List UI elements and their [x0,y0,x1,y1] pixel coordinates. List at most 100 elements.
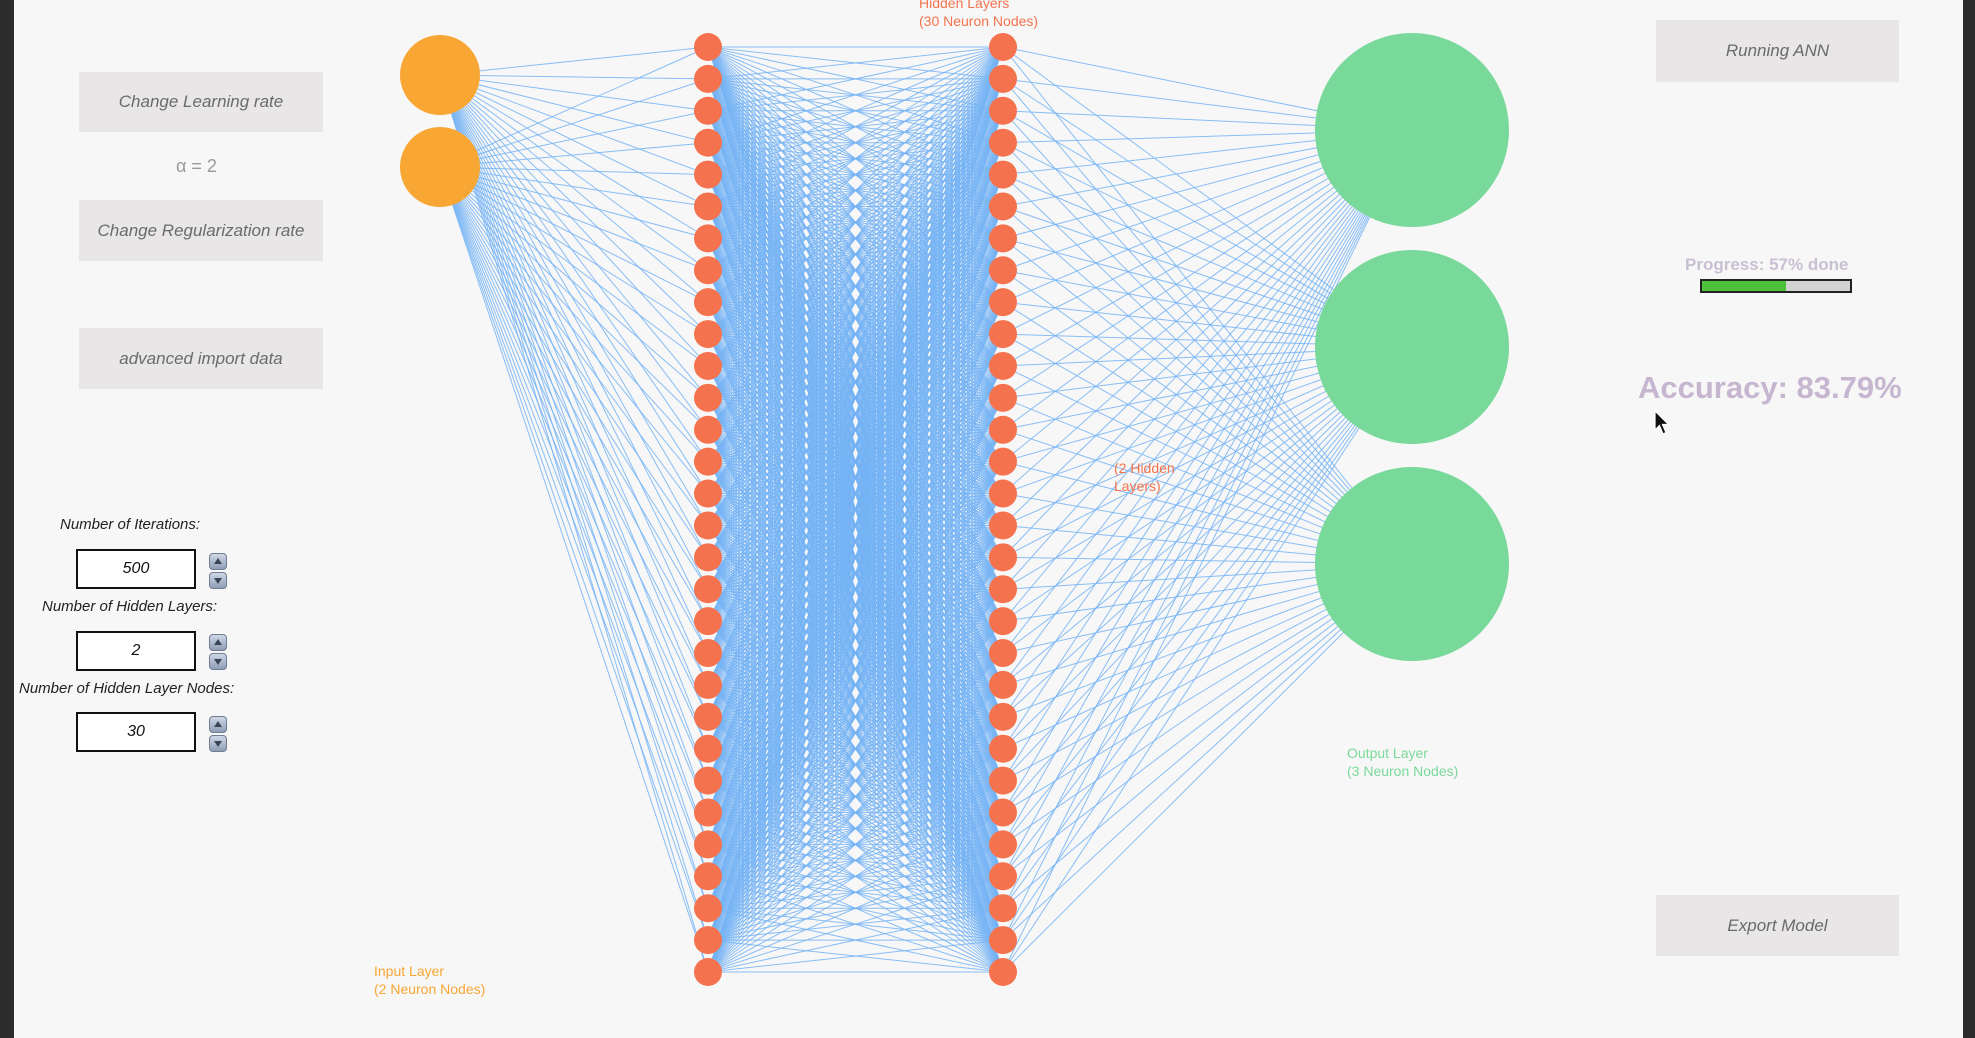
hidden-node [989,128,1017,157]
iterations-increment-arrow-icon[interactable] [209,553,227,570]
hidden-node [694,192,722,221]
progress-label: Progress: 57% done [1685,255,1849,274]
hidden-node [694,894,722,923]
network-edge [707,397,1004,973]
network-edge [707,46,1004,973]
hidden-layers-field[interactable]: 2 [76,631,196,671]
progress-bar-fill [1702,281,1787,291]
hidden-node [989,670,1017,699]
network-edge [707,46,1004,367]
network-edge [707,46,1004,144]
hidden-node [989,926,1017,955]
hidden-layers-increment-arrow-icon[interactable] [209,634,227,651]
network-edge [439,166,709,271]
accuracy-label: Accuracy: 83.79% [1638,370,1902,405]
network-edge [707,46,1004,399]
hidden-node [694,639,722,668]
hidden-node [989,96,1017,125]
hidden-node [989,639,1017,668]
hidden-node [694,96,722,125]
network-edge [707,46,1004,80]
hidden-nodes-field[interactable]: 30 [76,712,196,752]
network-edge [439,166,709,590]
output-node [1315,467,1509,661]
network-edge [439,74,709,558]
network-edge [1002,129,1413,813]
network-edge [707,270,1004,973]
hidden-node [989,958,1017,986]
network-edge [439,166,709,877]
hidden-layers-count-caption: (2 Hidden Layers) [1114,460,1175,494]
network-edge [707,46,1004,654]
network-edge [439,166,709,941]
output-layer-caption: Output Layer (3 Neuron Nodes) [1347,745,1459,779]
network-edge [1002,129,1413,718]
network-edge [439,74,709,622]
network-edge [1002,346,1413,973]
hidden-node [694,702,722,731]
network-edge [707,46,1004,845]
network-edge [707,46,1004,112]
hidden-layers-label: Number of Hidden Layers: [42,598,218,615]
iterations-decrement-arrow-icon[interactable] [209,572,227,589]
hidden-node [694,447,722,476]
network-edge [707,46,1004,207]
network-edge [439,166,709,399]
hidden-node [989,447,1017,476]
network-edge [439,74,709,781]
hidden-nodes-increment-arrow-icon[interactable] [209,716,227,733]
network-edge [707,142,1004,973]
network-edge [1002,129,1413,749]
network-edge [707,46,1004,431]
export-model-button[interactable]: Export Model [1656,895,1899,956]
hidden-node [989,702,1017,731]
output-node [1315,33,1509,227]
network-edge [1002,129,1413,941]
network-edge [439,74,709,813]
iterations-field[interactable]: 500 [76,549,196,589]
network-edge [1002,129,1413,845]
hidden-node [694,798,722,827]
network-edge [707,46,1004,462]
hidden-node [694,766,722,795]
progress-bar [1700,279,1852,293]
hidden-node [694,256,722,285]
network-edge [707,46,1004,877]
network-edge [707,46,1004,590]
network-edge [1002,346,1413,941]
network-edge [1002,129,1413,781]
network-edge [707,684,1004,973]
hidden-node [989,256,1017,285]
network-edge [1002,346,1413,781]
network-edge [707,365,1004,973]
network-edge [707,493,1004,973]
network-edge [439,166,709,845]
network-edge [439,46,709,168]
network-edge [439,166,709,176]
hidden-nodes-decrement-arrow-icon[interactable] [209,735,227,752]
running-ann-button[interactable]: Running ANN [1656,20,1899,82]
network-edge [439,166,709,718]
advanced-import-data-button[interactable]: advanced import data [79,328,323,389]
network-edge [439,166,709,686]
hidden-node [694,543,722,572]
network-edge [439,74,709,973]
change-regularization-rate-button[interactable]: Change Regularization rate [79,200,323,261]
network-edge [439,74,709,367]
network-edge [707,429,1004,973]
network-edge [707,843,1004,973]
hidden-node [694,862,722,891]
network-edge [439,74,709,431]
network-edge [439,166,709,335]
network-edge [707,46,1004,622]
hidden-node [989,862,1017,891]
network-edge [439,74,709,462]
network-edge [707,46,1004,558]
network-edge [707,875,1004,973]
network-edge [707,748,1004,973]
network-edge [707,46,1004,239]
hidden-layers-decrement-arrow-icon[interactable] [209,653,227,670]
network-edge [1002,346,1413,813]
network-edge [707,46,1004,176]
change-learning-rate-button[interactable]: Change Learning rate [79,72,323,132]
